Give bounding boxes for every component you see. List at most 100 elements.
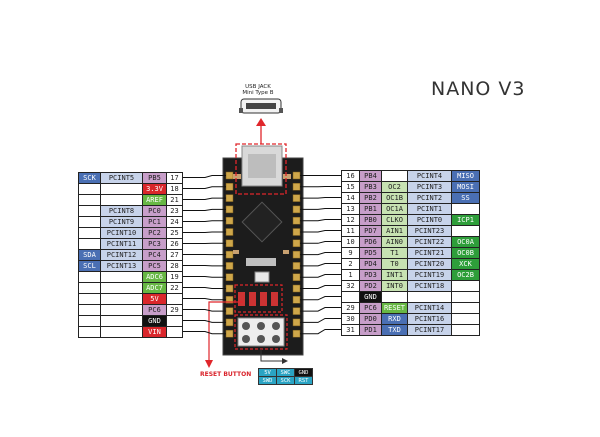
left-pin-cell xyxy=(78,238,101,250)
right-pin-cell: PB2 xyxy=(359,192,382,204)
right-pin-cell: 11 xyxy=(341,225,360,237)
left-pin-cell: 28 xyxy=(166,260,183,272)
left-pin-cell xyxy=(100,282,143,294)
reset-line xyxy=(208,301,212,364)
header-pin xyxy=(225,307,234,315)
left-pin-cell xyxy=(100,293,143,305)
pin-line xyxy=(182,186,226,189)
header-pin xyxy=(292,307,301,315)
left-pin-cell xyxy=(78,216,101,228)
pin-line xyxy=(182,331,226,335)
left-pin-cell xyxy=(78,194,101,206)
right-pin-cell: OC1B xyxy=(381,192,408,204)
header-pin xyxy=(292,171,301,180)
pin-line xyxy=(182,208,226,211)
left-pin-cell: 26 xyxy=(166,238,183,250)
left-pin-cell: 23 xyxy=(166,205,183,217)
header-pin xyxy=(225,262,234,270)
left-pin-cell: VIN xyxy=(142,326,167,338)
right-pin-cell: 9 xyxy=(341,247,360,259)
left-pin-cell xyxy=(100,304,143,316)
left-pin-row: VIN xyxy=(78,326,183,338)
left-pin-cell: PC6 xyxy=(142,304,167,316)
left-pin-row: GND xyxy=(78,315,183,327)
right-pin-cell xyxy=(451,280,480,292)
right-pin-cell xyxy=(451,324,480,336)
header-pin xyxy=(225,171,234,180)
left-pin-cell: PCINT8 xyxy=(100,205,143,217)
left-pin-cell xyxy=(100,315,143,327)
header-pin xyxy=(292,284,301,293)
right-pin-cell: PD1 xyxy=(359,324,382,336)
left-pin-cell xyxy=(78,282,101,294)
right-pin-cell: PCINT17 xyxy=(407,324,452,336)
left-pin-cell: 17 xyxy=(166,172,183,184)
header-pin xyxy=(225,329,234,338)
header-pin xyxy=(292,273,301,281)
left-pin-cell: 22 xyxy=(166,282,183,294)
pin-line xyxy=(300,252,341,256)
left-pin-cell: 21 xyxy=(166,194,183,206)
left-pin-cell: PCINT12 xyxy=(100,249,143,261)
header-pin xyxy=(292,228,301,236)
left-pin-cell xyxy=(78,315,101,327)
left-pin-cell: 3.3V xyxy=(142,183,167,195)
left-pin-cell: ADC7 xyxy=(142,282,167,294)
right-pin-cell: OC2B xyxy=(451,269,480,281)
icsp-cell: SCK xyxy=(276,376,295,385)
right-pin-cell: PCINT1 xyxy=(407,203,452,215)
header-pin xyxy=(225,216,234,225)
pin-line xyxy=(182,220,226,222)
pin-line xyxy=(182,231,226,233)
right-pin-cell xyxy=(451,203,480,215)
header-pin xyxy=(292,318,301,327)
left-pin-cell: PC1 xyxy=(142,216,167,228)
header-pin xyxy=(292,262,301,270)
pin-line xyxy=(300,296,341,301)
right-pin-cell: 15 xyxy=(341,181,360,193)
pin-line xyxy=(182,197,226,200)
right-pin-cell: PCINT14 xyxy=(407,302,452,314)
header-pin xyxy=(292,239,301,248)
pin-line xyxy=(300,285,341,289)
pin-line xyxy=(300,197,341,199)
header-pin xyxy=(292,250,301,259)
left-pin-cell: SDA xyxy=(78,249,101,261)
right-pin-cell: PCINT16 xyxy=(407,313,452,325)
left-pin-cell: AREF xyxy=(142,194,167,206)
board-title: NANO V3 xyxy=(431,78,526,100)
usb-jack-label: USB JACK Mini Type B xyxy=(228,84,288,96)
right-pin-cell: PCINT20 xyxy=(407,258,452,270)
right-pin-cell: 14 xyxy=(341,192,360,204)
pin-line xyxy=(182,175,226,178)
right-pin-cell: INT0 xyxy=(381,280,408,292)
pin-line xyxy=(182,287,226,289)
pin-line xyxy=(300,230,341,233)
right-pin-cell: PCINT19 xyxy=(407,269,452,281)
left-pin-cell: SCL xyxy=(78,260,101,272)
usb-icon xyxy=(239,98,283,114)
header-pin xyxy=(292,194,301,202)
right-pin-cell: PB3 xyxy=(359,181,382,193)
header-pin xyxy=(225,228,234,236)
left-pin-cell xyxy=(100,194,143,206)
right-pin-cell xyxy=(407,291,452,303)
reset-button xyxy=(254,271,270,283)
left-pin-cell xyxy=(78,227,101,239)
right-pin-cell: T1 xyxy=(381,247,408,259)
pin-line xyxy=(300,329,341,335)
left-pin-cell: 5V xyxy=(142,293,167,305)
right-pin-cell: PD6 xyxy=(359,236,382,248)
